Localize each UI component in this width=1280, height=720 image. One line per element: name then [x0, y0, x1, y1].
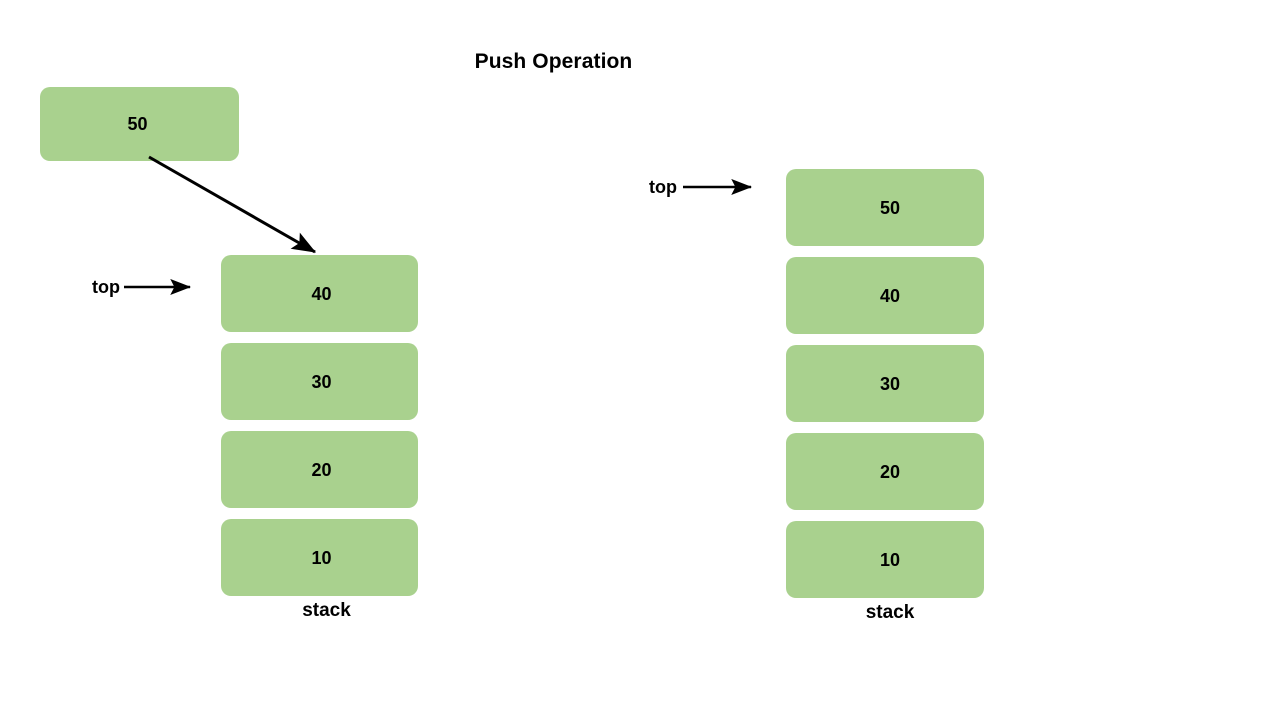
stack-before-node-1: 30 [221, 343, 418, 420]
stack-after-caption: stack [865, 602, 915, 623]
stack-after-node-3: 20 [786, 433, 984, 510]
node-value: 10 [311, 547, 332, 568]
node-value: 40 [879, 285, 901, 306]
node-value: 50 [879, 197, 901, 218]
page-title: Push Operation [474, 50, 633, 73]
top-pointer-after: top [649, 177, 763, 197]
top-pointer-before: top [92, 277, 202, 297]
push-arrow-icon [148, 155, 317, 254]
node-value: 20 [311, 459, 332, 480]
stack-after-node-0: 50 [786, 169, 984, 246]
stack-before-node-2: 20 [221, 431, 418, 508]
stack-before: 40 30 20 10 stack [221, 255, 418, 621]
stack-after: 50 40 30 20 10 stack [786, 169, 984, 623]
stack-before-node-0: 40 [221, 255, 418, 332]
incoming-node-50: 50 [40, 87, 239, 161]
stack-after-node-4: 10 [786, 521, 984, 598]
arrow-right-icon [123, 278, 192, 296]
arrow-right-icon [682, 178, 753, 196]
incoming-node-value: 50 [127, 114, 148, 134]
stack-after-node-1: 40 [786, 257, 984, 334]
node-value: 30 [879, 373, 901, 394]
node-value: 30 [311, 371, 332, 392]
stack-before-node-3: 10 [221, 519, 418, 596]
top-pointer-before-label: top [92, 277, 120, 297]
stack-after-node-2: 30 [786, 345, 984, 422]
node-value: 10 [879, 549, 901, 570]
top-pointer-after-label: top [649, 177, 677, 197]
stack-before-caption: stack [302, 600, 351, 621]
node-value: 20 [879, 461, 901, 482]
node-value: 40 [311, 283, 332, 304]
